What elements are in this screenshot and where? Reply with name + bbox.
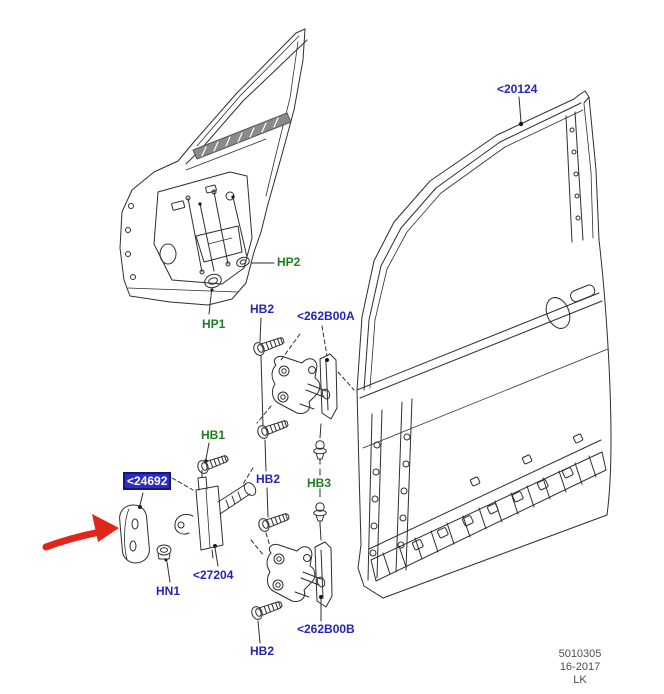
part-label-27204[interactable]: <27204 bbox=[193, 568, 234, 582]
bumper-hb3-lower bbox=[313, 502, 327, 527]
part-label-262b00b[interactable]: <262B00B bbox=[297, 622, 355, 636]
upper-hinge-262b00a-drawing bbox=[271, 353, 338, 420]
check-strap-cover-drawing bbox=[119, 504, 150, 564]
door-check-strap-drawing bbox=[174, 469, 257, 559]
hardware-label-hb3[interactable]: HB3 bbox=[307, 476, 332, 490]
annotation-arrow bbox=[42, 514, 119, 551]
door-outer-panel-drawing bbox=[356, 90, 612, 599]
hardware-label-hn1[interactable]: HN1 bbox=[156, 584, 181, 598]
bolt-hb2-mid-upper bbox=[255, 416, 291, 441]
sheet-date-code: 16-2017 bbox=[559, 661, 601, 673]
hardware-label-hp2[interactable]: HP2 bbox=[277, 255, 301, 269]
sheet-info: 5010305 16-2017 LK bbox=[536, 648, 624, 687]
bolt-hb2-upper bbox=[251, 333, 287, 358]
hardware-label-hb2-mid[interactable]: HB2 bbox=[256, 472, 281, 486]
grommet-hp1 bbox=[204, 273, 222, 296]
nut-hn1-drawing bbox=[156, 544, 172, 562]
sheet-region-code: LK bbox=[573, 674, 587, 686]
hardware-label-hb2-bottom[interactable]: HB2 bbox=[250, 644, 275, 658]
hardware-label-hb2-top[interactable]: HB2 bbox=[250, 302, 275, 316]
hardware-label-hb1[interactable]: HB1 bbox=[201, 428, 226, 442]
bolt-hb1 bbox=[195, 451, 231, 476]
bolt-hb2-mid-lower bbox=[256, 509, 292, 534]
part-label-20124[interactable]: <20124 bbox=[497, 82, 538, 96]
leader-lines bbox=[138, 96, 524, 644]
clip-hp2 bbox=[236, 256, 250, 268]
hardware-label-hp1[interactable]: HP1 bbox=[202, 317, 226, 331]
bolt-hb2-lower bbox=[249, 597, 285, 622]
sheet-number: 5010305 bbox=[558, 648, 602, 660]
door-inner-panel-drawing bbox=[119, 28, 308, 306]
part-label-262b00a[interactable]: <262B00A bbox=[297, 309, 355, 323]
part-label-24692-selected[interactable]: <24692 bbox=[123, 472, 172, 490]
bumper-hb3-upper bbox=[313, 440, 327, 465]
